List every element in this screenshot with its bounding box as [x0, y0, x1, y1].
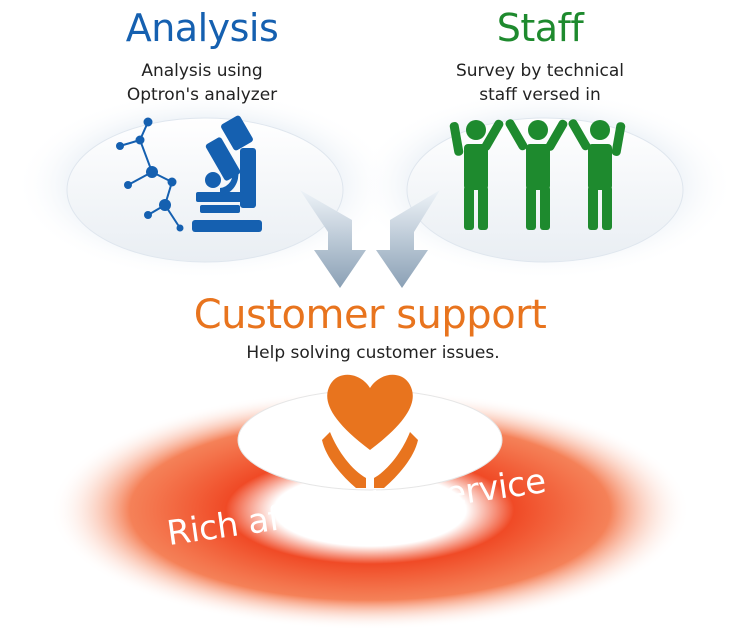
staff-title: Staff	[496, 6, 584, 50]
analysis-subtitle-line1: Analysis using	[141, 61, 263, 81]
staff-subtitle-line2: staff versed in	[479, 85, 601, 105]
microscope-molecule-icon	[116, 115, 262, 232]
analysis-subtitle-line2: Optron's analyzer	[126, 85, 278, 105]
support-subtitle: Help solving customer issues.	[246, 343, 500, 363]
staff-subtitle-line1: Survey by technical	[455, 61, 625, 81]
support-title: Customer support	[193, 292, 547, 338]
analysis-plate	[66, 117, 344, 263]
arrow-left-icon	[300, 190, 366, 288]
arrow-right-icon	[376, 190, 440, 288]
analysis-title: Analysis	[125, 6, 279, 50]
service-glow	[50, 390, 690, 630]
heart-in-hands-icon	[322, 374, 418, 488]
team-people-icon	[449, 119, 626, 230]
